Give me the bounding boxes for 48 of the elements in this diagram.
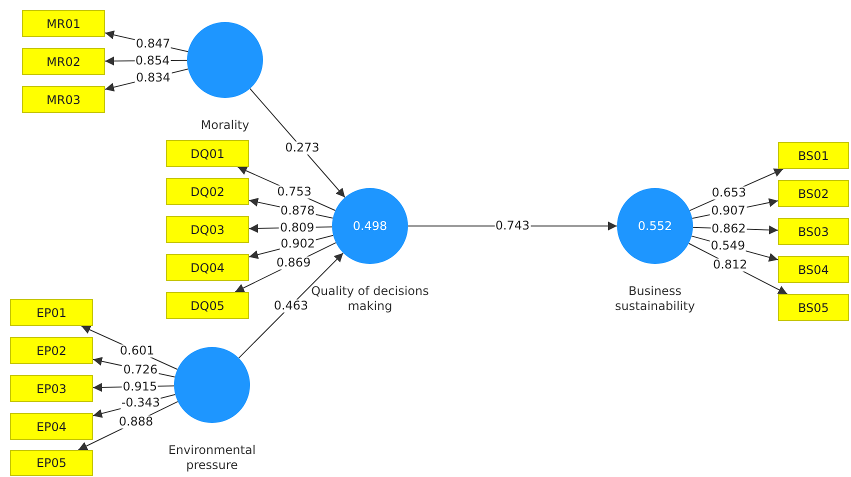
edge-label: 0.854 xyxy=(134,54,171,68)
indicator-label: EP02 xyxy=(10,337,93,364)
edge-label: 0.809 xyxy=(278,221,316,234)
indicator-label: EP05 xyxy=(10,450,93,476)
indicator-label: BS03 xyxy=(778,218,849,245)
edge-label: 0.878 xyxy=(279,204,316,218)
indicator-label: DQ01 xyxy=(166,140,249,167)
indicator-label: MR01 xyxy=(22,10,105,37)
indicator-label: DQ03 xyxy=(166,216,249,243)
edge-label: 0.907 xyxy=(710,204,746,218)
edge-label: 0.753 xyxy=(276,186,312,199)
construct-circle xyxy=(332,188,408,264)
edge-label: 0.743 xyxy=(494,220,531,232)
indicator-label: MR02 xyxy=(22,48,105,75)
construct-name: Morality xyxy=(200,118,250,133)
edge-label: 0.862 xyxy=(710,222,747,236)
edge-label: -0.343 xyxy=(120,396,162,410)
edge-label: 0.653 xyxy=(710,186,748,200)
edge-label: 0.726 xyxy=(122,363,159,376)
edge-label: 0.601 xyxy=(118,344,156,358)
indicator-label: EP04 xyxy=(10,413,93,440)
edge-label: 0.549 xyxy=(710,240,746,252)
edge-label: 0.915 xyxy=(122,380,158,394)
edge-label: 0.847 xyxy=(134,37,172,50)
construct-name: Environmental pressure xyxy=(167,443,257,473)
edge-label: 0.834 xyxy=(135,71,172,84)
indicator-label: DQ02 xyxy=(166,178,249,205)
construct-name: Business sustainability xyxy=(614,284,696,314)
indicator-label: EP01 xyxy=(10,299,93,326)
edge-label: 0.869 xyxy=(275,256,312,270)
indicator-label: DQ05 xyxy=(166,292,249,319)
edge-label: 0.812 xyxy=(712,258,748,272)
indicator-label: EP03 xyxy=(10,375,93,402)
indicator-label: DQ04 xyxy=(166,254,249,281)
edge-label: 0.902 xyxy=(280,238,316,251)
arrow xyxy=(238,252,344,359)
r-squared-value: 0.498 xyxy=(352,219,388,233)
edge-label: 0.273 xyxy=(284,142,320,155)
indicator-label: BS01 xyxy=(778,142,849,169)
indicator-label: MR03 xyxy=(22,86,105,113)
indicator-label: BS04 xyxy=(778,256,849,283)
r-squared-value: 0.552 xyxy=(638,219,672,233)
construct-name: Quality of decisions making xyxy=(310,284,430,314)
arrow xyxy=(250,88,346,198)
indicator-label: BS05 xyxy=(778,294,849,321)
edge-label: 0.463 xyxy=(272,299,310,312)
indicator-label: BS02 xyxy=(778,180,849,207)
edge-label: 0.888 xyxy=(118,415,154,428)
